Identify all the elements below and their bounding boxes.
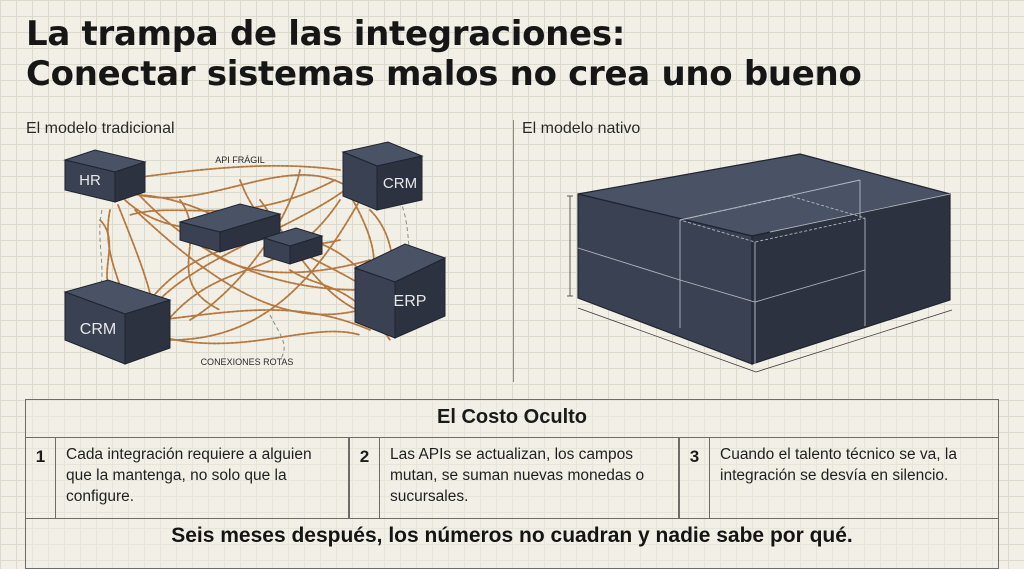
erp-box: ERP: [353, 243, 447, 339]
item-text: Cuando el talento técnico se va, la inte…: [720, 446, 957, 484]
hidden-cost-item: 2 Las APIs se actualizan, los campos mut…: [350, 438, 678, 518]
hidden-cost-item: 1 Cada integración requiere a alguien qu…: [26, 438, 348, 518]
cell-divider: [348, 438, 350, 518]
crm-box-bottom: CRM: [63, 279, 172, 365]
native-model-label: El modelo nativo: [522, 120, 641, 137]
crm-box-top-label: CRM: [383, 175, 417, 192]
crm-box-bottom-label: CRM: [80, 321, 116, 338]
item-number: 3: [680, 438, 710, 518]
title-line-2: Conectar sistemas malos no crea uno buen…: [26, 54, 862, 94]
native-platform-block: [577, 153, 951, 365]
broken-connections-annotation: CONEXIONES ROTAS: [201, 357, 294, 367]
hidden-cost-conclusion: Seis meses después, los números no cuadr…: [171, 524, 853, 547]
hidden-cost-title: El Costo Oculto: [437, 406, 587, 428]
page-title: La trampa de las integraciones: Conectar…: [26, 14, 862, 94]
erp-box-label: ERP: [394, 293, 427, 310]
hidden-cost-items: 1 Cada integración requiere a alguien qu…: [26, 437, 998, 519]
crm-box-top: CRM: [341, 141, 424, 211]
cell-divider: [678, 438, 680, 518]
hidden-cost-panel: El Costo Oculto 1 Cada integración requi…: [25, 399, 999, 569]
hr-box: HR: [63, 149, 147, 203]
item-text: Cada integración requiere a alguien que …: [66, 446, 312, 505]
item-number: 1: [26, 438, 56, 518]
module-outlines: [577, 179, 951, 364]
item-text: Las APIs se actualizan, los campos mutan…: [390, 446, 645, 505]
fragile-api-annotation: API FRÁGIL: [215, 155, 265, 165]
hidden-cost-item: 3 Cuando el talento técnico se va, la in…: [680, 438, 998, 518]
panel-divider: [513, 120, 514, 382]
middle-slab-small: [262, 227, 324, 265]
native-model-diagram: [567, 153, 953, 373]
traditional-model-label: El modelo tradicional: [26, 120, 175, 137]
title-line-1: La trampa de las integraciones:: [26, 14, 626, 54]
dimension-marks: [567, 195, 953, 373]
hr-box-label: HR: [79, 172, 101, 189]
item-number: 2: [350, 438, 380, 518]
traditional-model-diagram: HR CRM CRM ERP API FRÁGIL CONEXIONES ROT…: [63, 141, 447, 367]
